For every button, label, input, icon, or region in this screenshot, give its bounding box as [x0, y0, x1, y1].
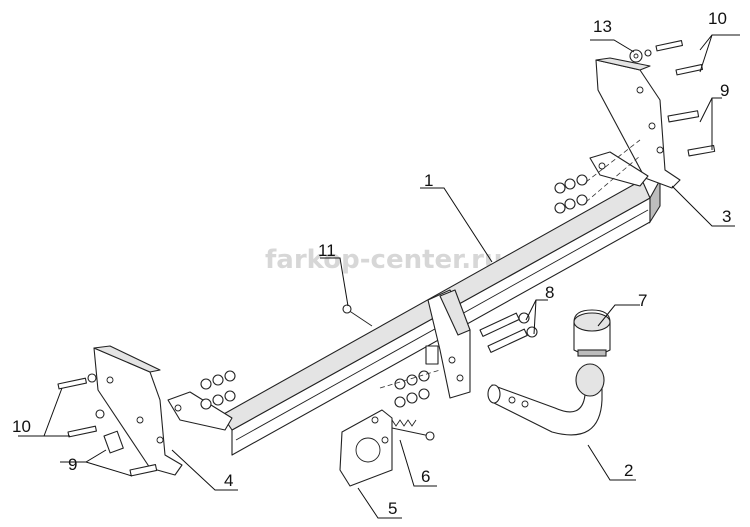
right-hardware [554, 40, 716, 214]
callout-1: 1 [424, 171, 433, 190]
callout-7: 7 [638, 291, 647, 310]
left-bracket-part-4 [93, 345, 233, 476]
watermark-text: farkop-center.ru [265, 245, 502, 275]
left-hardware [57, 369, 441, 477]
tow-ball-neck-part-2 [487, 363, 605, 436]
callout-13: 13 [593, 17, 612, 36]
callout-9-right: 9 [720, 81, 729, 100]
callout-3: 3 [722, 207, 731, 226]
callout-10-right: 10 [708, 9, 727, 28]
callout-8: 8 [545, 283, 554, 302]
callout-10-left: 10 [12, 417, 31, 436]
callout-2: 2 [624, 461, 633, 480]
tow-ball-cap-part-7 [573, 309, 611, 357]
socket-plate-part-5 [339, 409, 393, 487]
crossbar-part-1 [221, 177, 661, 456]
callout-11: 11 [318, 241, 336, 260]
bolt-part-11 [342, 304, 373, 327]
spring-bolt-part-6 [391, 419, 435, 441]
bolts-part-8 [479, 312, 538, 353]
callout-9-left: 9 [68, 455, 77, 474]
callout-6: 6 [421, 467, 430, 486]
leader-lines [18, 34, 740, 519]
callout-5: 5 [388, 499, 397, 518]
callout-4: 4 [224, 471, 233, 490]
right-bracket-part-3 [589, 57, 681, 189]
